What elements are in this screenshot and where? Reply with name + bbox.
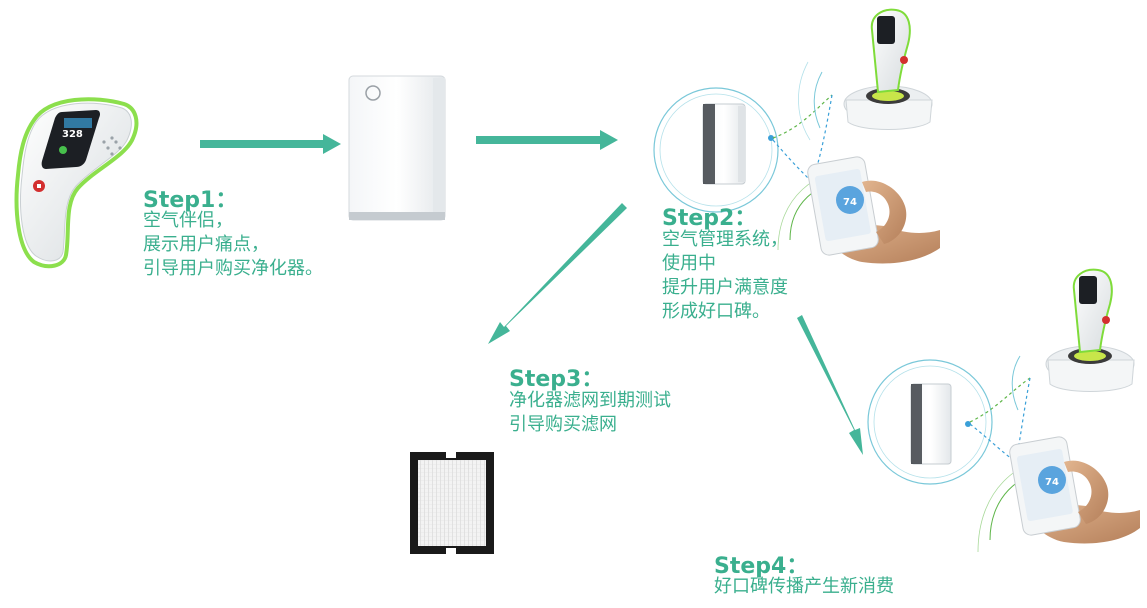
step2-line-2: 使用中 (662, 253, 716, 274)
step2-line-3: 提升用户满意度 (662, 277, 788, 298)
word-of-mouth-purifier-icon (867, 359, 993, 485)
air-purifier-icon (348, 75, 446, 221)
arrow-system-to-filter (488, 203, 627, 344)
step1-title: Step1： (143, 188, 238, 213)
device-screen-reading: 328 (62, 129, 83, 140)
step3-line-2: 引导购买滤网 (509, 414, 617, 435)
step3-title: Step3： (509, 367, 604, 392)
system-phone-in-hand-icon: 74 (807, 156, 940, 264)
air-companion-device-icon: 328 (14, 97, 139, 269)
word-of-mouth-companion-dock-icon (1045, 268, 1135, 392)
phone-screen-reading-step2: 74 (843, 197, 857, 208)
arrow-purifier-to-system (476, 130, 618, 150)
system-companion-dock-icon (843, 8, 933, 130)
system-purifier-icon (653, 87, 779, 213)
phone-screen-reading-step4: 74 (1045, 477, 1059, 488)
word-of-mouth-phone-in-hand-icon: 74 (1009, 436, 1140, 544)
arrow-step1-to-purifier (200, 134, 341, 154)
step4-title: Step4： (714, 554, 809, 579)
step3-line-1: 净化器滤网到期测试 (509, 390, 671, 411)
system-network-links (772, 94, 833, 183)
step2-title: Step2： (662, 206, 757, 231)
step2-line-1: 空气管理系统， (662, 229, 788, 250)
step2-line-4: 形成好口碑。 (662, 301, 770, 322)
arrow-system-to-word-of-mouth (797, 315, 863, 455)
step1-line-3: 引导用户购买净化器。 (143, 258, 323, 279)
step4-line-1: 好口碑传播产生新消费 (714, 576, 894, 597)
step1-line-1: 空气伴侣， (143, 210, 233, 231)
step1-line-2: 展示用户痛点， (143, 234, 269, 255)
hepa-filter-icon (410, 452, 494, 554)
